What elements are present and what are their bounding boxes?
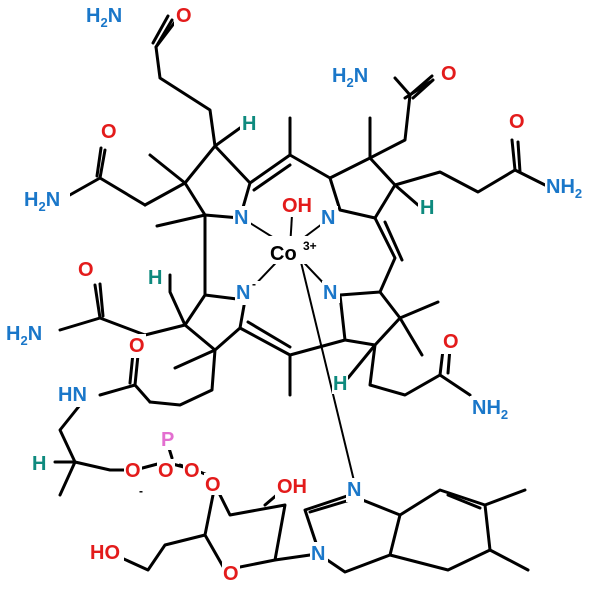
bond-skeleton: [53, 14, 547, 574]
benzimidazole-n-lower: N: [311, 543, 325, 565]
amide-nh2-right: NH2: [546, 176, 582, 201]
h-mid-left: H: [148, 267, 162, 289]
phosphate-o-ribose: O: [205, 474, 221, 496]
ring-n-lower-left: N: [236, 282, 250, 304]
amide-nh2-left-lower: H2N: [6, 323, 42, 348]
h-propanol: H: [32, 453, 46, 475]
amide-o-top-left: O: [176, 5, 192, 27]
amide-nh2-top-mid: H2N: [332, 65, 368, 90]
atom-labels: H2N O H2N O O NH2 O H2N O H2N O HN O NH2: [4, 4, 595, 586]
amide-o-left-upper: O: [101, 121, 117, 143]
phosphate-o-top: O: [158, 460, 174, 482]
ribose-ring-o: O: [223, 563, 239, 585]
hydroxyl: OH: [282, 195, 312, 217]
phosphate-o-left: O: [125, 460, 141, 482]
cobalt-charge: 3+: [303, 239, 317, 253]
h-top-left: H: [242, 113, 256, 135]
ring-n-lower-left-charge: -: [252, 277, 256, 291]
cobalt-atom: Co: [270, 243, 297, 265]
ring-n-upper-left: N: [234, 207, 248, 229]
amide-nh2-top-left: H2N: [86, 5, 122, 30]
amide-o-linker: O: [129, 335, 145, 357]
h-top-right: H: [420, 197, 434, 219]
amide-nh2-bottom-right: NH2: [472, 397, 508, 422]
ring-n-upper-right: N: [321, 207, 335, 229]
h-lower-right: H: [333, 373, 347, 395]
phosphorus-atom: P: [161, 429, 174, 451]
phosphate-o-left-charge: -: [139, 484, 143, 498]
amide-o-top-mid: O: [441, 63, 457, 85]
ribose-oh: OH: [277, 476, 307, 498]
phosphate-o-right: O: [184, 460, 200, 482]
amide-o-left-lower: O: [78, 259, 94, 281]
amide-o-right: O: [509, 111, 525, 133]
ring-n-lower-right: N: [323, 282, 337, 304]
hydroxymethyl-oh: HO: [90, 542, 120, 564]
benzimidazole-n-upper: N: [347, 479, 361, 501]
amide-nh-linker: HN: [58, 384, 87, 406]
amide-o-bottom-right: O: [443, 331, 459, 353]
amide-nh2-left-upper: H2N: [24, 189, 60, 214]
